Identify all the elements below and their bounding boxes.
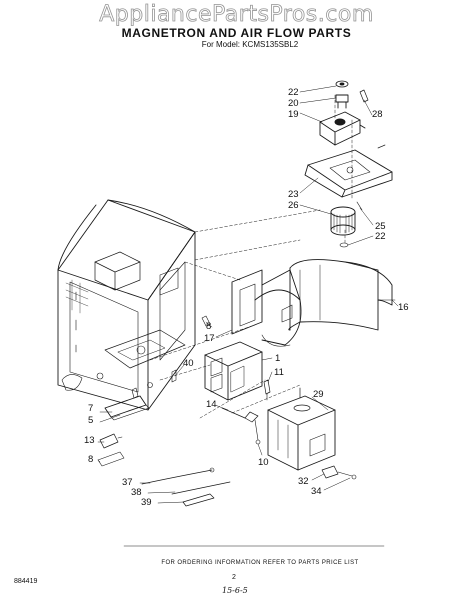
assembly-leader-lines (149, 94, 353, 419)
magnetron (267, 387, 336, 471)
callout-26: 26 (288, 200, 299, 211)
fan-bracket-plate (304, 149, 393, 198)
callout-10: 10 (258, 457, 269, 468)
callout-22-lower: 22 (375, 231, 386, 242)
ordering-information-note: FOR ORDERING INFORMATION REFER TO PARTS … (161, 560, 359, 566)
capacitor-clamp (97, 433, 125, 467)
fan-blade (330, 201, 363, 248)
callout-17: 17 (204, 333, 215, 344)
callout-34: 34 (311, 486, 322, 497)
thermal-cutout-assembly (319, 80, 386, 149)
document-code: 884419 (14, 578, 38, 585)
air-duct (288, 259, 396, 331)
diagram-title: MAGNETRON AND AIR FLOW PARTS (121, 26, 352, 40)
callout-25: 25 (375, 221, 386, 232)
hv-diode-and-fuse (221, 407, 261, 445)
handwritten-date: 15-6-5 (222, 586, 248, 595)
callout-23: 23 (288, 189, 299, 200)
callout-28: 28 (372, 109, 383, 120)
magnetron-terminal (321, 465, 357, 480)
callout-39: 39 (141, 497, 152, 508)
callout-16: 16 (398, 302, 409, 313)
oven-cavity-chassis (57, 199, 196, 411)
callout-32: 32 (298, 476, 309, 487)
callout-5: 5 (88, 415, 94, 426)
callout-7: 7 (88, 403, 94, 414)
callout-29: 29 (313, 389, 324, 400)
air-guide (201, 269, 302, 347)
wire-harness (141, 467, 231, 507)
callout-40: 40 (183, 358, 194, 369)
callout-leaders (97, 85, 399, 547)
high-voltage-transformer (204, 341, 263, 401)
callout-8-lower: 8 (88, 454, 94, 465)
callout-19: 19 (288, 109, 299, 120)
model-subtitle: For Model: KCMS135SBL2 (201, 40, 299, 49)
callout-37: 37 (122, 477, 133, 488)
callout-20: 20 (288, 98, 299, 109)
callout-8-upper: 8 (206, 321, 212, 332)
thermal-fuse (263, 379, 271, 401)
hv-capacitor (104, 369, 177, 421)
callout-38: 38 (131, 487, 142, 498)
callout-11: 11 (274, 367, 284, 378)
callout-22-top: 22 (288, 87, 299, 98)
callout-1: 1 (275, 353, 281, 364)
callout-14: 14 (206, 399, 217, 410)
callout-13: 13 (84, 435, 95, 446)
page-number: 2 (232, 574, 236, 581)
